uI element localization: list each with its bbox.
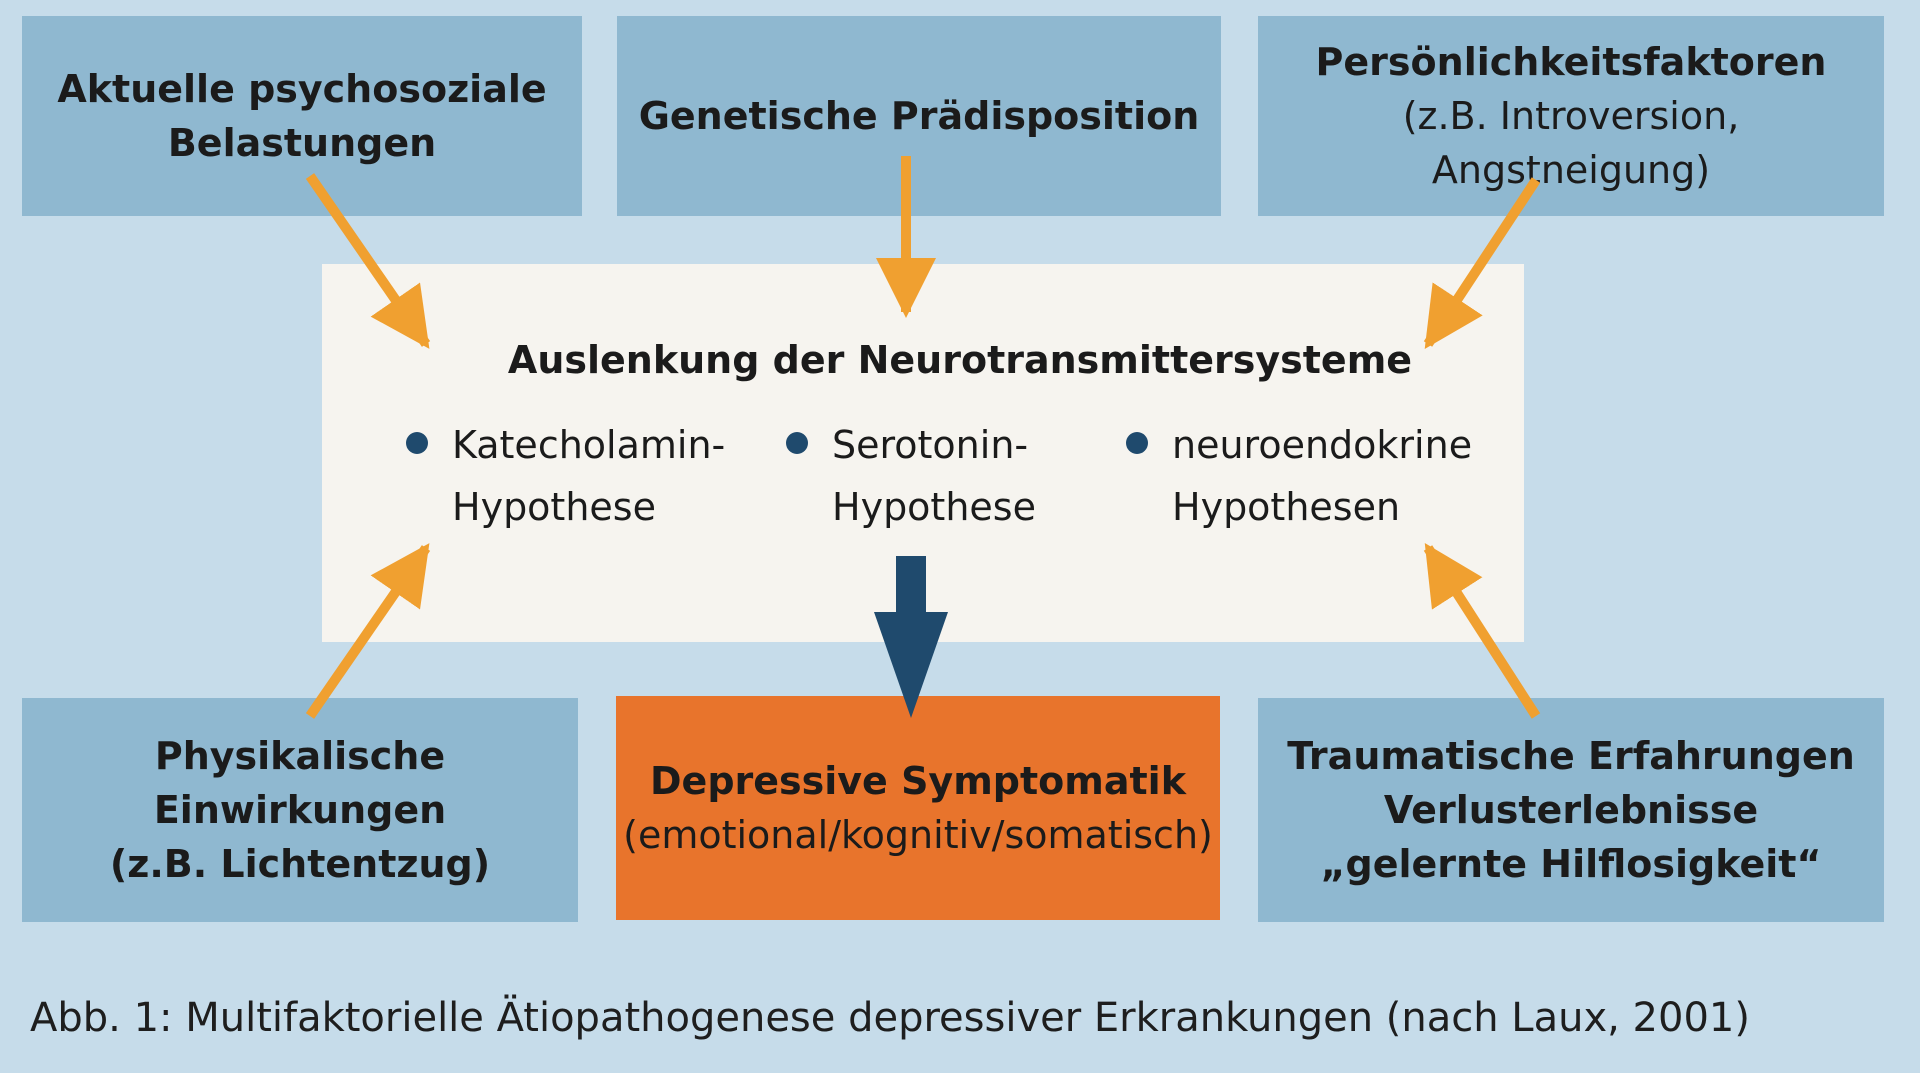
factor-psychosocial-line-2: Belastungen — [167, 121, 437, 165]
neurotransmitter-title: Auslenkung der Neurotransmittersysteme — [507, 338, 1413, 382]
depressive-symptoms-title: Depressive Symptomatik — [650, 759, 1186, 803]
factor-psychosocial-stress: Aktuelle psychosoziale Belastungen — [22, 16, 582, 216]
factor-traumatic-experiences: Traumatische Erfahrungen Verlusterlebnis… — [1258, 698, 1884, 922]
hypothesis-catecholamine-line-2: Hypothese — [452, 485, 656, 529]
hypothesis-catecholamine: Katecholamin- Hypothese — [406, 414, 726, 538]
bullet-icon — [406, 432, 428, 454]
factor-traumatic-line-1: Traumatische Erfahrungen — [1287, 734, 1855, 778]
factor-genetic-predisposition: Genetische Prädisposition — [617, 16, 1221, 216]
factor-personality-detail: (z.B. Introversion, Angstneigung) — [1402, 94, 1740, 192]
bullet-icon — [786, 432, 808, 454]
figure-caption: Abb. 1: Multifaktorielle Ätiopathogenese… — [30, 995, 1750, 1041]
hypothesis-serotonin-line-2: Hypothese — [832, 485, 1036, 529]
factor-psychosocial-line-1: Aktuelle psychosoziale — [57, 67, 547, 111]
factor-traumatic-line-3: „gelernte Hilflosigkeit“ — [1320, 842, 1822, 886]
factor-physical-line-1: Physikalische Einwirkungen — [153, 734, 447, 832]
hypothesis-catecholamine-line-1: Katecholamin- — [452, 423, 726, 467]
hypothesis-serotonin: Serotonin- Hypothese — [786, 414, 1036, 538]
depressive-symptoms-detail: (emotional/kognitiv/somatisch) — [623, 813, 1213, 857]
factor-personality: Persönlichkeitsfaktoren (z.B. Introversi… — [1258, 16, 1884, 216]
hypothesis-serotonin-line-1: Serotonin- — [832, 423, 1029, 467]
hypothesis-neuroendocrine: neuroendokrine Hypothesen — [1126, 414, 1473, 538]
hypothesis-neuroendocrine-line-1: neuroendokrine — [1172, 423, 1473, 467]
factor-genetic-line-1: Genetische Prädisposition — [638, 94, 1200, 138]
factor-personality-title: Persönlichkeitsfaktoren — [1315, 40, 1827, 84]
bullet-icon — [1126, 432, 1148, 454]
factor-physical-influences: Physikalische Einwirkungen (z.B. Lichten… — [22, 698, 578, 922]
depressive-symptoms-box: Depressive Symptomatik (emotional/kognit… — [616, 696, 1220, 920]
factor-traumatic-line-2: Verlusterlebnisse — [1383, 788, 1759, 832]
hypothesis-neuroendocrine-line-2: Hypothesen — [1172, 485, 1401, 529]
factor-physical-line-2: (z.B. Lichtentzug) — [109, 842, 491, 886]
